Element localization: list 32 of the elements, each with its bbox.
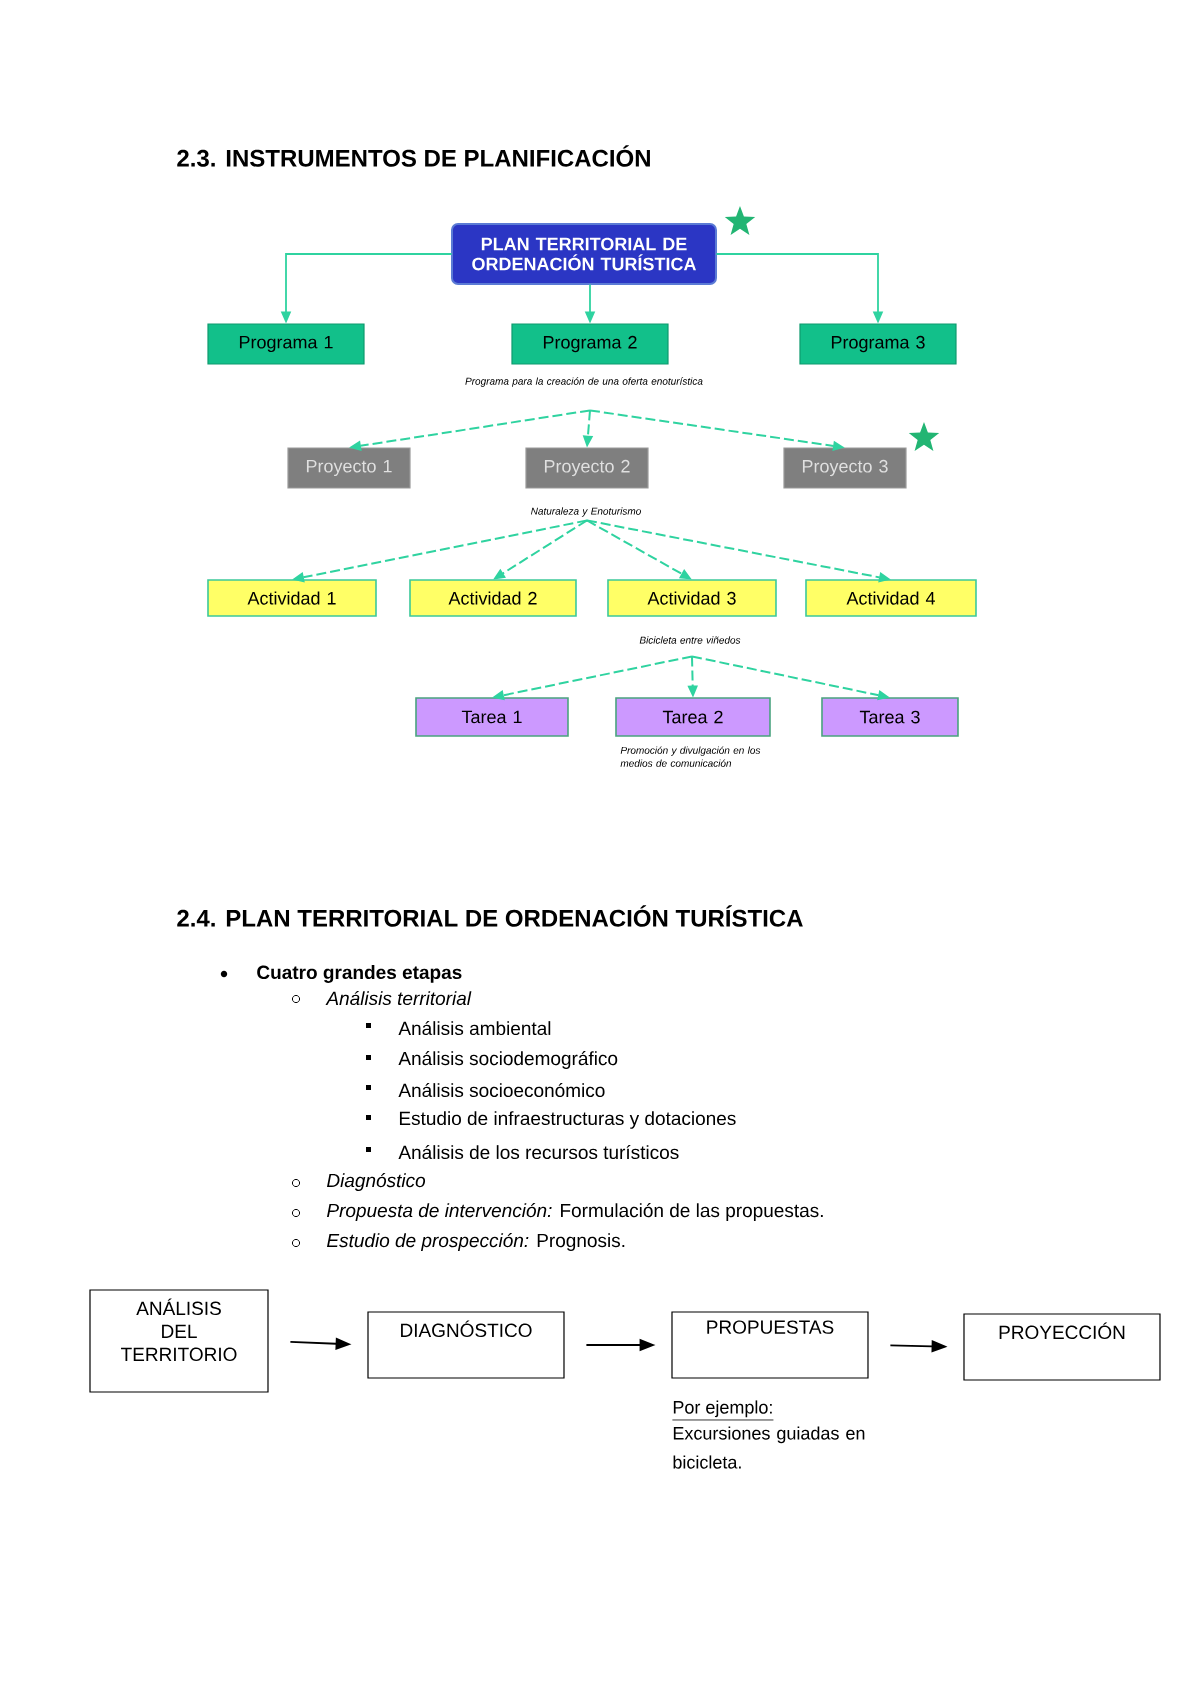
activity-box: Actividad 3 <box>607 579 777 617</box>
program-box: Programa 1 <box>207 323 365 365</box>
project-box: Proyecto 3 <box>783 447 907 489</box>
activity-box: Actividad 4 <box>805 579 977 617</box>
task-box: Tarea 1 <box>415 697 569 737</box>
process-box: PROPUESTAS <box>671 1311 869 1379</box>
program-box: Programa 2 <box>511 323 669 365</box>
list-item: Análisis socioeconómico <box>398 1082 605 1098</box>
process-box: ANÁLISIS DEL TERRITORIO <box>89 1289 269 1393</box>
task-box: Tarea 3 <box>821 697 959 737</box>
heading: 2.4. PLAN TERRITORIAL DE ORDENACIÓN TURÍSTICA <box>177 905 803 927</box>
project-box: Proyecto 1 <box>287 447 411 489</box>
program-box: Programa 3 <box>799 323 957 365</box>
heading: 2.3. INSTRUMENTOS DE PLANIFICACIÓN <box>177 145 650 167</box>
list-item: Análisis de los recursos turísticos <box>398 1144 679 1160</box>
note-heading: Por ejemplo: <box>672 1400 774 1421</box>
title-box: PLAN TERRITORIAL DE ORDENACIÓN TURÍSTICA <box>451 223 717 285</box>
task-box: Tarea 2 <box>615 697 771 737</box>
process-box: DIAGNÓSTICO <box>367 1311 565 1379</box>
list-item: Análisis territorial <box>325 990 472 1006</box>
list-item: Propuesta de intervención: Formulación de las propuestas. <box>327 1203 823 1221</box>
list-item: Cuatro grandes etapas <box>257 965 462 983</box>
list-item: Análisis ambiental <box>398 1020 551 1036</box>
project-box: Proyecto 2 <box>525 447 649 489</box>
activity-box: Actividad 2 <box>409 579 577 617</box>
activity-box: Actividad 1 <box>207 579 377 617</box>
list-item: Diagnóstico <box>327 1173 426 1191</box>
process-box: PROYECCIÓN <box>963 1313 1161 1381</box>
list-item: Estudio de infraestructuras y dotaciones <box>399 1111 736 1129</box>
note: Excursiones guiadas en bicicleta. <box>673 1426 865 1469</box>
list-item: Estudio de prospección: Prognosis. <box>327 1233 625 1251</box>
list-item: Análisis sociodemográfico <box>398 1051 618 1069</box>
